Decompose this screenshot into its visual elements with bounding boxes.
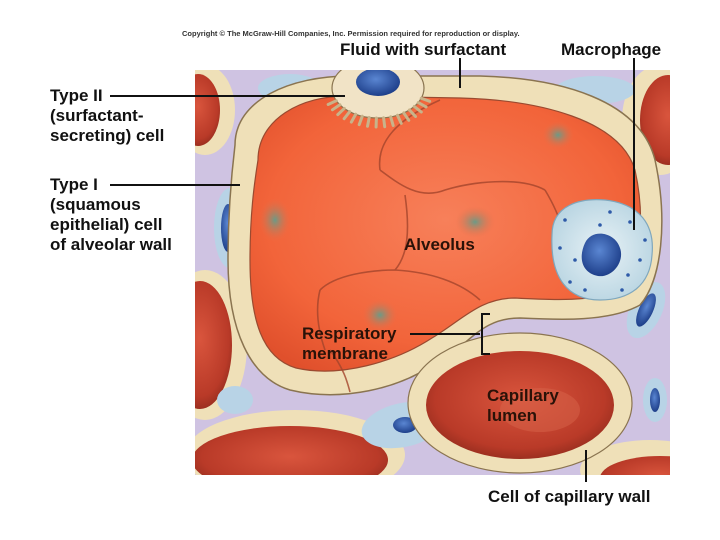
surfactant-villus: [412, 104, 423, 114]
alveolus-lumen: [249, 95, 642, 372]
label-type-i-line-4: of alveolar wall: [50, 235, 172, 254]
label-type-i-line-2: (squamous: [50, 195, 141, 214]
macrophage-granule: [638, 258, 642, 262]
surfactant-villus: [416, 101, 428, 109]
surfactant-villus: [366, 115, 371, 128]
label-respiratory-membrane: Respiratory membrane: [302, 324, 396, 364]
surfactant-villus: [326, 99, 338, 106]
macrophage-granule: [598, 223, 602, 227]
capillary: [407, 332, 633, 474]
macrophage-granule: [628, 220, 632, 224]
macrophage-granule: [573, 258, 577, 262]
label-respiratory-line-1: Respiratory: [302, 324, 397, 343]
macrophage-granule: [626, 273, 630, 277]
label-type-ii-line-1: Type II: [50, 86, 103, 105]
surfactant-villus: [342, 110, 352, 121]
macrophage-granule: [643, 238, 647, 242]
macrophage-granule: [608, 210, 612, 214]
label-type-ii-line-2: (surfactant-: [50, 106, 144, 125]
leader-lines: [110, 58, 635, 482]
macrophage-granule: [558, 246, 562, 250]
type-ii-cell: [326, 70, 432, 129]
surfactant-villus: [407, 108, 418, 119]
label-alveolus: Alveolus: [404, 235, 475, 254]
surfactant-villus: [389, 115, 395, 127]
label-capillary-lumen: Capillary lumen: [487, 386, 559, 426]
copyright-notice: Copyright © The McGraw-Hill Companies, I…: [182, 29, 520, 38]
label-capillary-line-1: Capillary: [487, 386, 559, 405]
macrophage-granule: [620, 288, 624, 292]
surfactant-villus: [419, 96, 432, 103]
label-cell-of-capillary-wall: Cell of capillary wall: [488, 487, 651, 506]
macrophage-cell: [551, 199, 653, 301]
surfactant-villus: [349, 112, 358, 124]
surfactant-villus: [402, 111, 411, 122]
surfactant-villus: [357, 114, 364, 127]
label-type-ii-cell: Type II (surfactant- secreting) cell: [50, 86, 164, 146]
squamous-nuclei: [259, 121, 574, 331]
label-type-ii-line-3: secreting) cell: [50, 126, 165, 145]
surfactant-villus: [330, 103, 342, 112]
label-type-i-cell: Type I (squamous epithelial) cell of alv…: [50, 175, 172, 255]
label-type-i-line-3: epithelial) cell: [50, 215, 163, 234]
macrophage-granule: [583, 288, 587, 292]
label-capillary-line-2: lumen: [487, 406, 538, 425]
label-respiratory-line-2: membrane: [302, 344, 388, 363]
label-type-i-line-1: Type I: [50, 175, 98, 194]
label-macrophage: Macrophage: [561, 40, 662, 59]
surfactant-villus: [336, 106, 346, 117]
surfactant-villus: [395, 113, 403, 125]
macrophage-granule: [568, 280, 572, 284]
label-fluid-with-surfactant: Fluid with surfactant: [340, 40, 507, 59]
macrophage-granule: [563, 218, 567, 222]
surfactant-villus: [382, 116, 387, 129]
